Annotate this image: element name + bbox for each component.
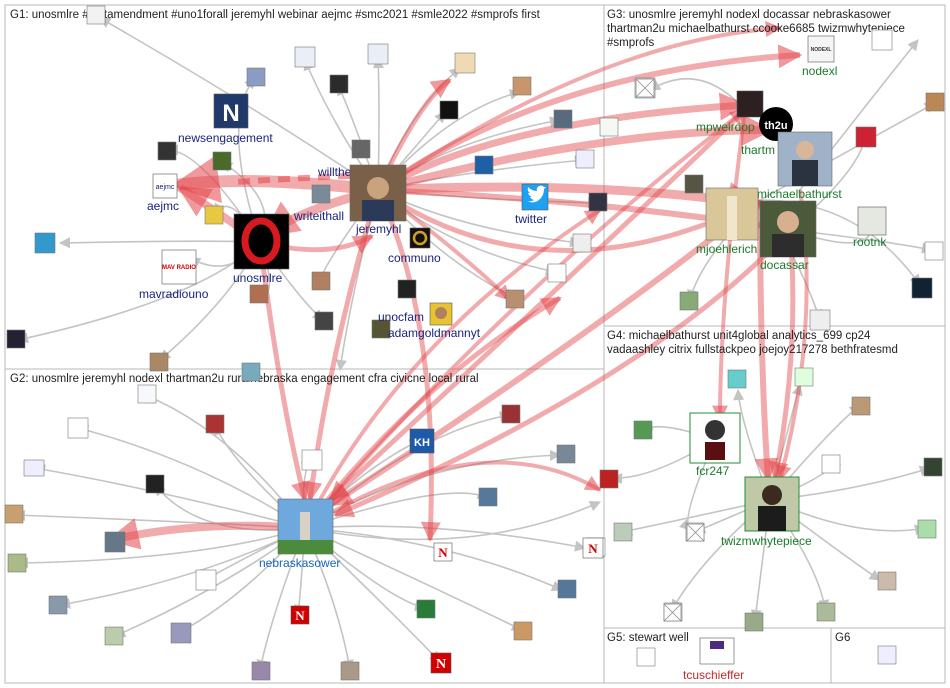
michaelbathurst-photo-suit [792,160,818,186]
node-fcr247[interactable]: fcr247 [689,412,741,478]
aejmc-logo-text: aejmc [156,184,175,191]
group-label-g6: G6 [835,632,850,644]
group-label-g3-line3: #smprofs [607,37,655,49]
node-label-mpweirdop: mpweirdop [696,120,755,134]
jeremyhl-photo-face [367,177,389,199]
node-aejmc[interactable]: aejmc aejmc [147,173,179,213]
node-label-docassar: docassar [760,258,809,272]
group-partitions [4,4,946,684]
node-label-jeremyhl: jeremyhl [355,222,401,236]
node-kh[interactable]: KH [409,428,435,454]
node-twitter[interactable]: twitter [515,183,549,226]
node-communo[interactable]: communo [388,227,441,265]
node-rootnk-image [857,206,887,236]
node-rootnk[interactable]: rootnk [853,206,887,249]
node-label-communo: communo [388,251,441,265]
unosmlre-logo-o [241,217,281,265]
node-docassar[interactable]: docassar [759,200,817,272]
node-label-unosmlre: unosmlre [233,271,283,285]
node-label-rootnk: rootnk [853,235,887,249]
nebraska-n-icon: N [438,545,448,560]
node-nodexl[interactable]: NODEXL nodexl [802,35,837,78]
node-label-twitter: twitter [515,212,547,226]
node-label-willthe: willthe [317,165,352,179]
nebraskasower-capitol-tower [300,512,310,554]
node-label-unocfam: unocfam [378,310,424,324]
node-michaelbathurst[interactable]: michaelbathurst [757,131,842,201]
node-mpweirdop[interactable]: mpweirdop [696,90,764,134]
node-label-nebraskasower: nebraskasower [259,556,340,570]
group-label-g5: G5: stewart well [607,632,689,644]
node-newsengagement[interactable]: N newsengagement [178,93,273,145]
fcr247-photo-figure [705,420,725,440]
node-label-fcr247: fcr247 [696,464,730,478]
node-willthe[interactable]: willthe [317,165,352,179]
nebraska-n-icon: N [436,657,446,672]
tcuschieffer-logo-icon [710,641,724,649]
dashed-edge [234,172,371,185]
node-mavradiouno-image [161,249,197,285]
nebraska-n-icon: N [588,541,598,556]
node-label-mavradiouno: mavradiouno [139,287,209,301]
node-writeithall[interactable]: writeithall [293,209,344,223]
michaelbathurst-photo-face [796,141,814,159]
group-label-g4: G4: michaelbathurst unit4global analytic… [607,330,871,342]
red-edges [106,20,809,550]
group-label-g4-line2: vadaashley citrix fullstackpeo joejoy217… [607,344,898,356]
node-label-writeithall: writeithall [293,209,344,223]
group-label-g3: G3: unosmlre jeremyhl nodexl docassar ne… [607,9,891,21]
node-tcuschieffer[interactable]: tcuschieffer [683,637,744,682]
node-label-newsengagement: newsengagement [178,131,273,145]
kh-logo-icon: KH [414,437,430,449]
nebraska-n-logos: N N N N [290,537,604,674]
node-unocfam[interactable]: unocfam [378,310,424,324]
twitter-bird-icon [527,185,546,203]
node-aejmc-image [152,173,178,199]
node-unosmlre[interactable]: unosmlre [233,213,290,285]
thartm-logo-text: th2u [764,120,787,132]
node-label-tcuschieffer: tcuschieffer [683,668,744,682]
node-jeremyhl[interactable]: jeremyhl [349,164,407,236]
nodexl-logo-text: NODEXL [811,47,832,53]
group-label-g1: G1: unosmlre #firstamendment #uno1forall… [10,9,541,21]
adamgoldmannyt-photo-face [435,307,447,319]
fcr247-photo-body [705,442,725,460]
node-label-twizmwhytepiece: twizmwhytepiece [721,534,812,548]
newsengagement-logo-text: N [222,100,239,127]
jeremyhl-photo-suit [362,200,394,221]
node-nebraskasower[interactable]: nebraskasower [259,498,340,570]
mavradio-logo-text: MAV RADIO [162,265,196,271]
node-label-aejmc: aejmc [147,199,179,213]
twizmwhytepiece-photo-body [758,506,786,531]
node-label-mjoehlerich: mjoehlerich [696,242,757,256]
docassar-photo-suit [772,234,804,257]
node-label-thartm: thartm [741,143,775,157]
node-mavradiouno[interactable]: MAV RADIO mavradiouno [139,249,209,301]
mjoehlerich-lighthouse [727,196,737,240]
docassar-photo-face [777,211,799,233]
node-kh-image [409,428,435,454]
nebraska-n-icon: N [295,608,305,623]
node-mjoehlerich[interactable]: mjoehlerich [696,187,759,256]
node-label-adamgoldmannyt: adamgoldmannyt [388,326,481,340]
node-adamgoldmannyt[interactable]: adamgoldmannyt [388,302,481,340]
missing-image-icons [635,78,705,622]
group-label-g3-line2: thartman2u michaelbathurst ccooke6685 tw… [607,23,905,35]
node-label-nodexl: nodexl [802,64,837,78]
node-newsengagement-image [213,93,249,129]
nebraskasower-trees [278,540,333,554]
communo-logo-icon [412,230,428,246]
node-mpweirdop-image [736,90,764,118]
node-label-michaelbathurst: michaelbathurst [757,187,842,201]
node-twizmwhytepiece[interactable]: twizmwhytepiece [721,476,812,548]
twizmwhytepiece-photo-face [762,485,782,505]
node-nodexl-image [807,35,835,63]
